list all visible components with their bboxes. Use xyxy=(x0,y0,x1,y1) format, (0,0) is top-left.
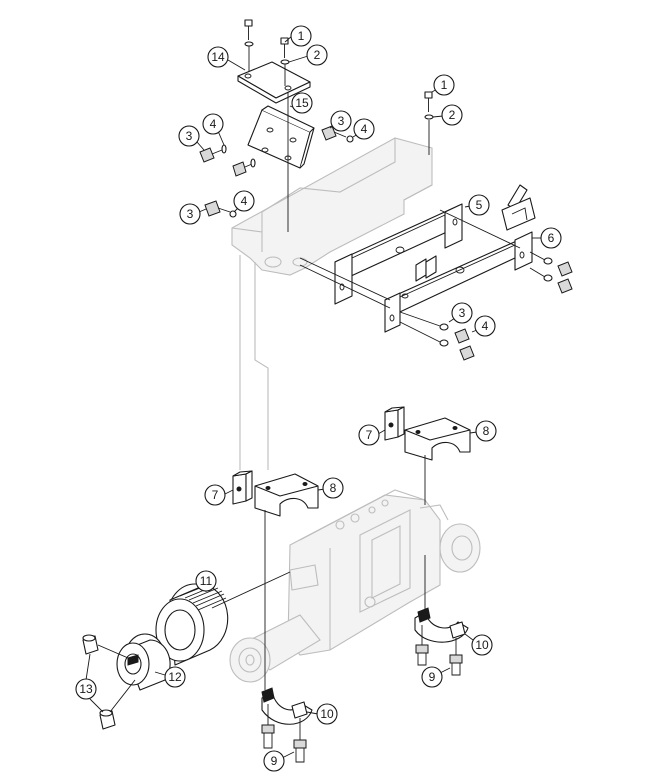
ghost-upper-frame xyxy=(231,137,433,276)
svg-text:8: 8 xyxy=(330,481,337,495)
part-9-bolts-lower xyxy=(261,510,307,763)
latch-handle xyxy=(415,184,536,282)
part-11-pulley xyxy=(155,571,291,666)
callout-8-left: 8 xyxy=(317,477,344,499)
svg-text:5: 5 xyxy=(476,198,483,212)
assembly-axis-lines xyxy=(248,46,430,232)
bolt-3-left-upper xyxy=(199,144,227,163)
svg-text:3: 3 xyxy=(186,129,193,143)
svg-text:15: 15 xyxy=(295,96,309,110)
part-9-bolts-right xyxy=(415,625,463,676)
svg-text:11: 11 xyxy=(200,574,213,588)
callout-7-right: 7 xyxy=(358,424,386,446)
part-10-bearing-cap-lower xyxy=(261,687,313,725)
callout-9-right: 9 xyxy=(421,666,451,688)
part-13-set-screw-lower xyxy=(99,709,116,730)
svg-text:6: 6 xyxy=(548,231,555,245)
callout-3d: 3 xyxy=(448,302,473,324)
callout-15: 15 xyxy=(289,92,313,114)
callout-14: 14 xyxy=(207,46,246,71)
svg-text:9: 9 xyxy=(271,754,278,768)
svg-text:4: 4 xyxy=(361,122,368,136)
bolt-1-top-center xyxy=(280,37,290,65)
svg-text:1: 1 xyxy=(441,78,448,92)
svg-text:9: 9 xyxy=(429,670,436,684)
connecting-rods xyxy=(299,209,521,309)
callout-4a: 4 xyxy=(202,113,225,146)
svg-text:7: 7 xyxy=(366,428,373,442)
svg-text:8: 8 xyxy=(483,424,490,438)
callout-7-left: 7 xyxy=(204,484,234,506)
callout-3c: 3 xyxy=(179,203,207,225)
part-10-bearing-cap-right xyxy=(414,607,469,643)
bolt-1-right xyxy=(424,91,434,120)
callout-1b: 1 xyxy=(431,74,455,96)
callout-13: 13 xyxy=(75,653,104,713)
callout-4c: 4 xyxy=(233,190,255,213)
svg-text:12: 12 xyxy=(168,670,182,684)
callout-2b: 2 xyxy=(432,104,463,126)
callout-3a: 3 xyxy=(178,125,205,151)
callout-12: 12 xyxy=(154,666,186,688)
callout-10-right: 10 xyxy=(464,633,493,656)
svg-text:14: 14 xyxy=(211,50,225,64)
svg-text:4: 4 xyxy=(482,319,489,333)
part-8-clamp-right xyxy=(404,417,471,461)
svg-text:7: 7 xyxy=(212,488,219,502)
svg-text:1: 1 xyxy=(298,29,305,43)
part-13-set-screw-upper xyxy=(82,634,99,655)
callout-11: 11 xyxy=(195,570,217,592)
callout-5: 5 xyxy=(464,194,490,216)
part-15-bracket xyxy=(247,105,315,169)
callout-4d: 4 xyxy=(471,315,496,337)
callout-10-lower: 10 xyxy=(306,703,338,725)
bolts-right-rail xyxy=(529,251,573,294)
svg-text:4: 4 xyxy=(210,117,217,131)
callout-6: 6 xyxy=(532,227,562,249)
svg-text:3: 3 xyxy=(338,114,345,128)
svg-text:2: 2 xyxy=(449,108,456,122)
part-5-rail-bracket xyxy=(334,203,463,305)
svg-text:2: 2 xyxy=(314,48,321,62)
bolt-3-left-lower xyxy=(232,158,256,177)
svg-text:3: 3 xyxy=(459,306,466,320)
svg-text:10: 10 xyxy=(320,707,334,721)
callout-3b: 3 xyxy=(329,110,352,132)
callout-1a: 1 xyxy=(284,25,312,47)
part-7-block-right xyxy=(384,406,405,441)
bolt-3-mid xyxy=(321,125,354,143)
bolt-3-frame-left xyxy=(204,200,237,218)
bolts-lower-rail xyxy=(399,311,475,361)
callout-8-right: 8 xyxy=(469,420,497,442)
callout-4b: 4 xyxy=(352,118,375,140)
part-14-top-plate xyxy=(237,61,311,104)
svg-text:4: 4 xyxy=(241,194,248,208)
part-8-clamp-left xyxy=(254,473,319,517)
part-7-block-left xyxy=(232,470,253,505)
ghost-vertical-arm xyxy=(239,255,269,470)
svg-text:3: 3 xyxy=(187,207,194,221)
bolt-1-top-left xyxy=(244,19,254,47)
ghost-gearbox xyxy=(229,489,481,683)
part-6-outer-rail xyxy=(384,231,533,333)
callout-2a: 2 xyxy=(288,44,328,66)
svg-text:10: 10 xyxy=(475,638,489,652)
svg-text:13: 13 xyxy=(79,682,93,696)
callout-9-lower: 9 xyxy=(263,750,295,772)
